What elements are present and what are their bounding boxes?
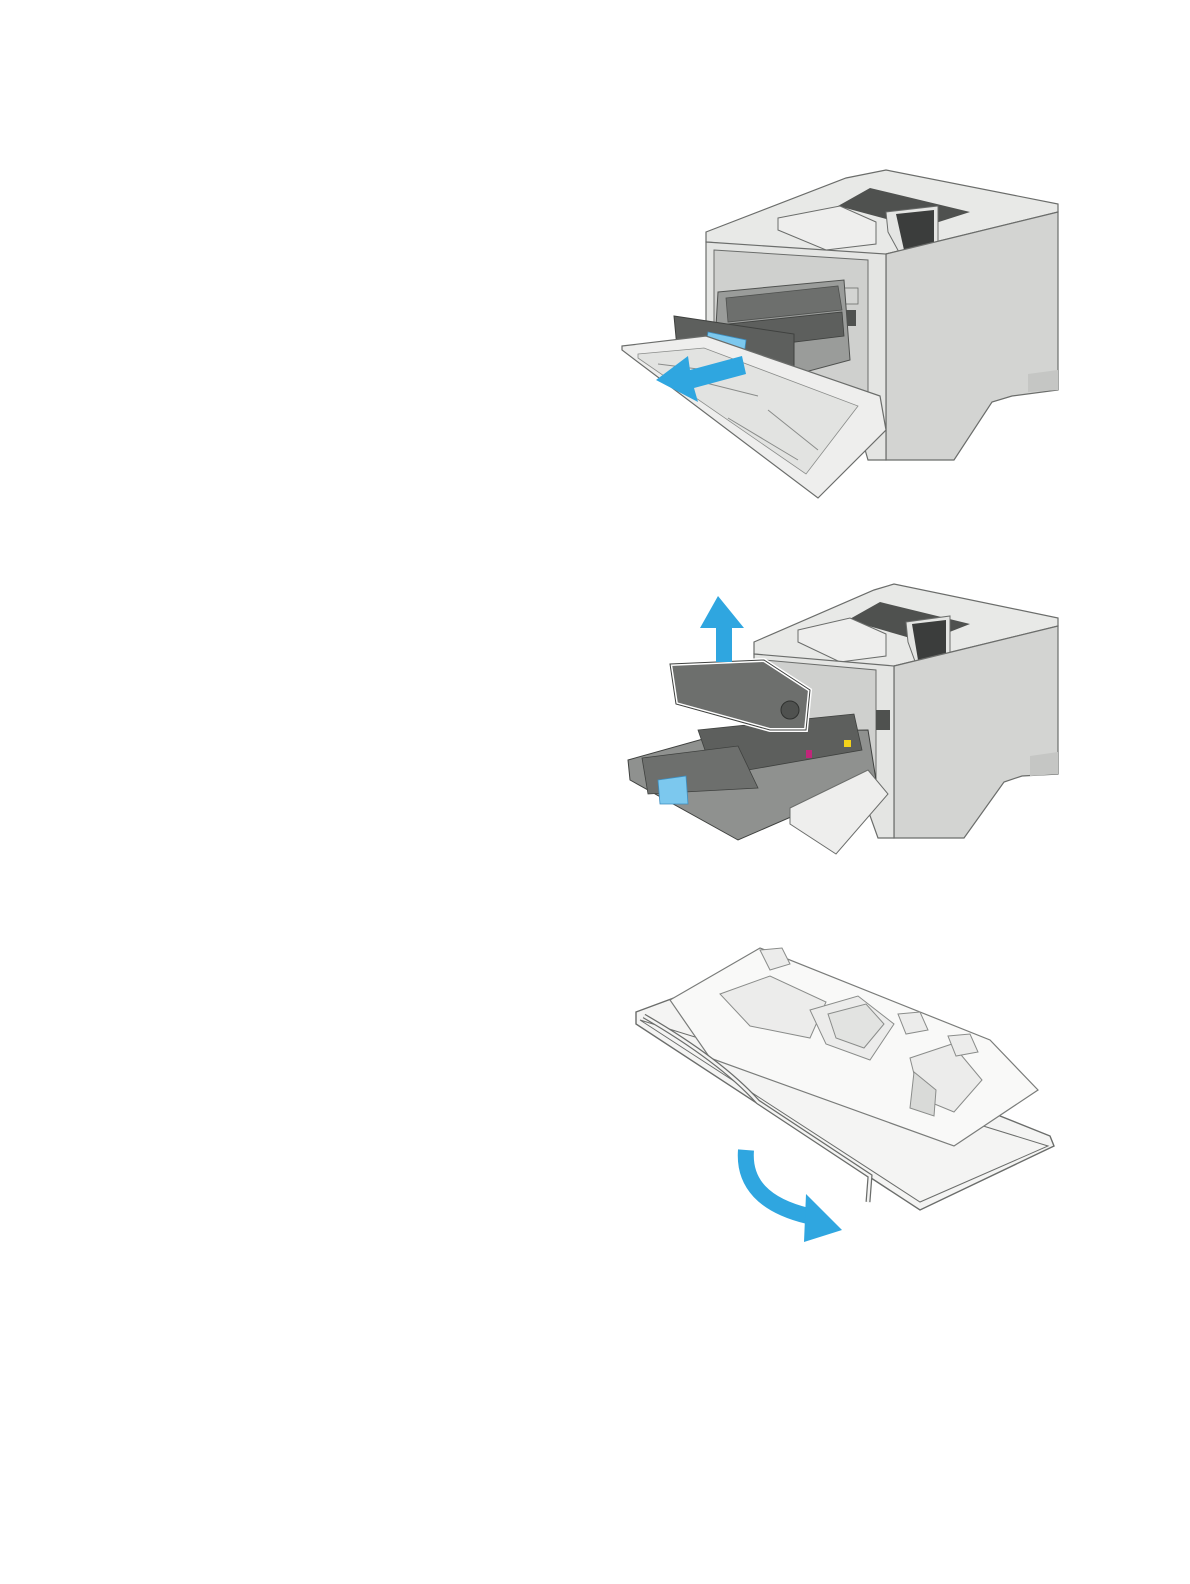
printer-lift-cartridge-illustration	[618, 580, 1066, 858]
printer-pull-drawer-illustration	[618, 160, 1066, 505]
cartridge-packaging-illustration	[630, 940, 1065, 1250]
arrow-up-icon	[700, 596, 744, 662]
arrow-curve-right-icon	[746, 1150, 842, 1242]
